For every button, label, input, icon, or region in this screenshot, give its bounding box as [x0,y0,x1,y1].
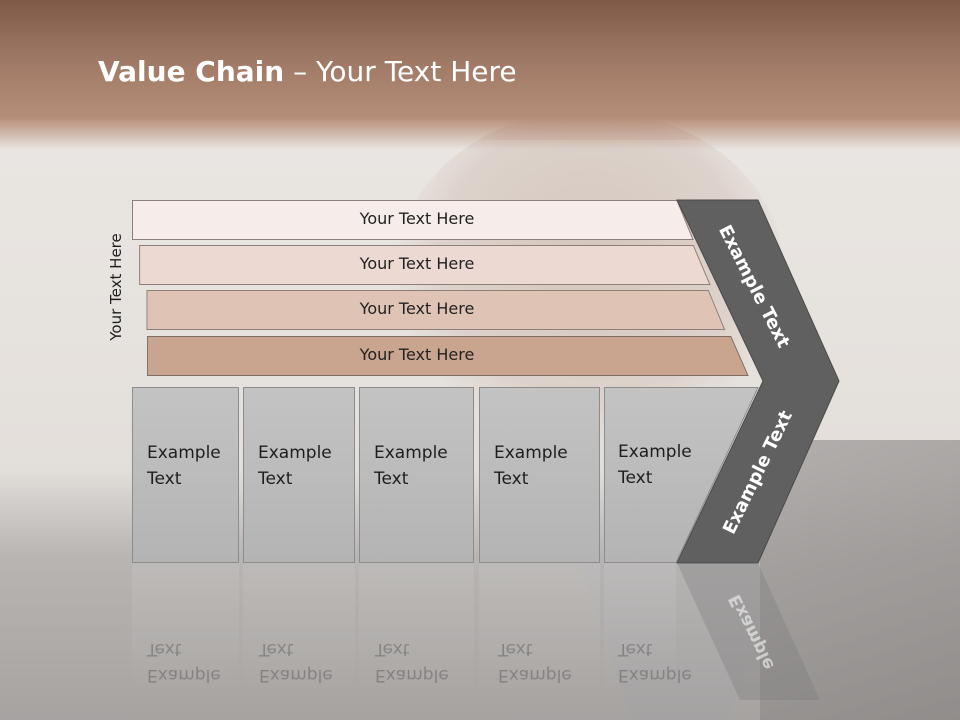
column-4-reflection [479,563,600,713]
column-1-line1: Example [147,443,221,463]
bar-1-shape [132,200,694,240]
column-2-reflection [243,563,355,713]
column-3-line1: Example [374,443,448,463]
column-4-line2: Text [494,469,529,489]
chevron-reflection [677,563,820,700]
bar-3-shape [146,290,726,330]
column-5-shape [604,387,759,563]
column-5-line2: Text [618,468,653,488]
bar-3-label: Your Text Here [359,299,475,318]
slide-title: Value Chain – Your Text Here [98,55,517,88]
column-4-line1: Example [494,443,568,463]
title-bold: Value Chain [98,55,285,88]
column-3-line2: Text [374,469,409,489]
column-1-reflection [132,563,239,713]
bar-4: Your Text Here [132,336,764,376]
bar-1-label: Your Text Here [359,209,475,228]
column-5-line1: Example [618,442,692,462]
bar-2-shape [139,245,711,285]
column-2-line1: Example [258,443,332,463]
column-2-line2: Text [258,469,293,489]
bar-3: Your Text Here [132,290,740,330]
bar-2-label: Your Text Here [359,254,475,273]
column-3-reflection [359,563,474,713]
bar-1: Your Text Here [132,200,694,240]
bar-4-label: Your Text Here [359,345,475,364]
column-1-line2: Text [147,469,182,489]
bar-4-shape [147,336,749,376]
column-5-reflection [604,563,676,713]
bar-2: Your Text Here [132,245,718,285]
title-rest: – Your Text Here [284,55,517,88]
chevron-shape [676,199,840,564]
